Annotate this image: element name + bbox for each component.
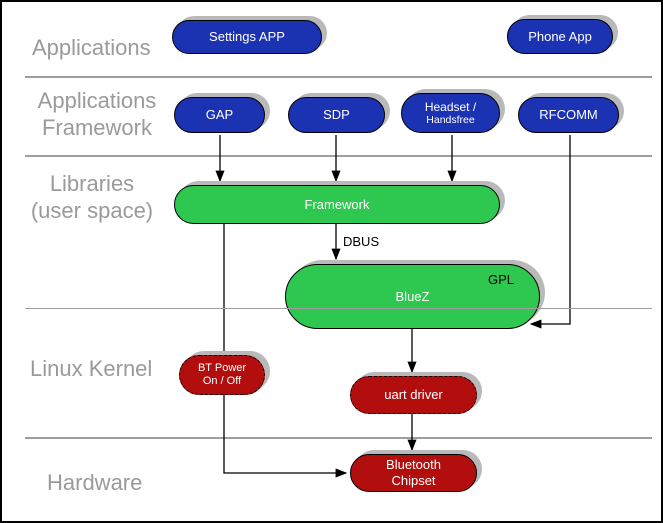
- divider-applications-framework: [25, 76, 652, 78]
- node-uart-driver: uart driver: [350, 376, 477, 414]
- divider-libraries-kernel: [25, 308, 652, 309]
- node-label: uart driver: [384, 387, 443, 403]
- node-label: SDP: [323, 107, 350, 123]
- layer-label-linux-kernel: Linux Kernel: [30, 356, 153, 381]
- layer-label-libraries: Libraries(user space): [17, 170, 167, 224]
- node-bluez: BlueZ GPL: [285, 264, 540, 329]
- node-label: RFCOMM: [539, 107, 598, 123]
- arrow-framework-to-chipset-via-btpower: [223, 224, 348, 478]
- node-label: Chipset: [391, 473, 436, 488]
- node-label: Framework: [304, 196, 370, 212]
- layer-label-applications: Applications: [32, 35, 151, 60]
- layer-label-line: Framework: [41, 115, 152, 140]
- node-headset-handsfree: Headset /Handsfree: [401, 93, 500, 133]
- node-label: Bluetooth: [386, 457, 441, 473]
- gpl-license-label: GPL: [487, 272, 514, 287]
- node-label: Phone App: [528, 28, 592, 44]
- dbus-label: DBUS: [343, 234, 380, 249]
- node-rfcomm: RFCOMM: [518, 97, 619, 133]
- layer-label-hardware: Hardware: [47, 470, 143, 495]
- layer-label-line: Libraries: [49, 171, 135, 196]
- node-label: BT Power: [197, 361, 247, 374]
- node-label: On / Off: [202, 375, 242, 387]
- node-label: Headset /: [424, 99, 477, 114]
- layer-label-line: (user space): [30, 198, 154, 223]
- node-label: BlueZ: [395, 288, 430, 304]
- divider-framework-libraries: [25, 155, 652, 157]
- node-phone-app: Phone App: [507, 19, 613, 54]
- node-gap: GAP: [174, 97, 265, 133]
- node-framework: Framework: [174, 185, 500, 224]
- node-label: Handsfree: [426, 113, 475, 126]
- layer-label-line: Applications: [37, 88, 157, 113]
- node-sdp: SDP: [288, 97, 385, 133]
- node-label: GAP: [205, 107, 234, 123]
- node-settings-app: Settings APP: [172, 20, 322, 54]
- node-label: Settings APP: [209, 29, 285, 45]
- divider-kernel-hardware: [25, 437, 652, 439]
